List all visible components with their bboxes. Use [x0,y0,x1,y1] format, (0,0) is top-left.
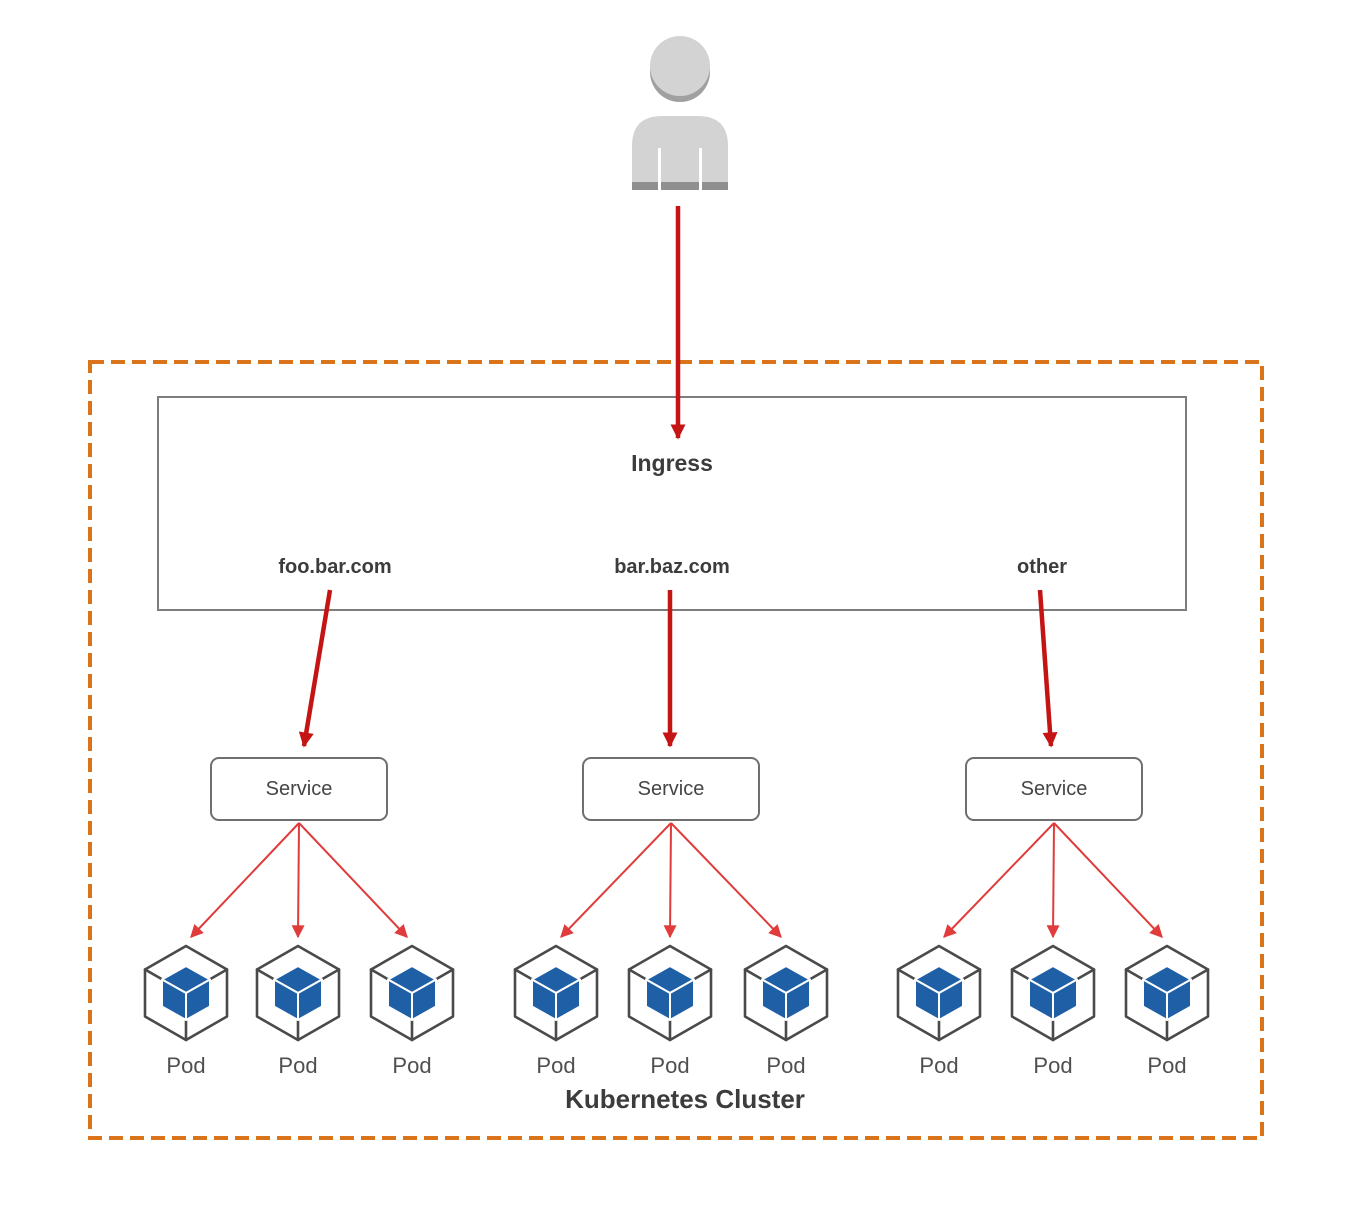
arrow-service2-pod1 [560,822,672,938]
arrow-service3-pod1 [943,822,1055,938]
pod-node: Pod [879,941,999,1079]
arrow-service3-pod2 [1046,822,1060,939]
host-rule-bar-baz-com: bar.baz.com [614,556,730,578]
service-label: Service [637,777,705,800]
arrow-service1-pod1 [190,822,300,938]
pod-label: Pod [919,1053,959,1078]
user-icon [632,36,728,190]
user-body-base [632,182,728,190]
host-rule-other: other [1017,556,1067,578]
user-arm-slit-right [699,148,702,190]
pod-cube-icon [1003,941,1103,1051]
pod-node: Pod [610,941,730,1079]
ingress-node: Ingress foo.bar.com bar.baz.com other [157,396,1187,611]
user-arm-slit-left [658,148,661,190]
ingress-label: Ingress [631,450,713,476]
service-node-1: Service [210,757,388,821]
pod-label: Pod [392,1053,432,1078]
pod-node: Pod [496,941,616,1079]
pod-label: Pod [1033,1053,1073,1078]
service-label: Service [265,777,333,800]
user-head [650,36,710,96]
user-body [632,116,728,190]
host-rule-foo-bar-com: foo.bar.com [278,556,392,578]
pod-node: Pod [238,941,358,1079]
pod-cube-icon [136,941,236,1051]
pod-label: Pod [278,1053,318,1078]
arrow-other-to-service3 [1037,589,1058,748]
pod-node: Pod [126,941,246,1079]
pod-cube-icon [889,941,989,1051]
service-node-2: Service [582,757,760,821]
arrow-foo-to-service1 [298,589,333,748]
pod-node: Pod [352,941,472,1079]
pod-node: Pod [726,941,846,1079]
service-node-3: Service [965,757,1143,821]
pod-label: Pod [766,1053,806,1078]
pod-label: Pod [1147,1053,1187,1078]
arrow-service2-pod3 [670,822,782,938]
pod-cube-icon [362,941,462,1051]
service-label: Service [1020,777,1088,800]
arrow-service1-pod2 [291,822,305,939]
arrow-service2-pod2 [663,822,677,939]
arrow-service3-pod3 [1053,822,1163,938]
pod-cube-icon [506,941,606,1051]
pod-cube-icon [736,941,836,1051]
pod-node: Pod [1107,941,1227,1079]
pod-cube-icon [620,941,720,1051]
pod-node: Pod [993,941,1113,1079]
pod-label: Pod [536,1053,576,1078]
pod-cube-icon [1117,941,1217,1051]
pod-label: Pod [166,1053,206,1078]
pod-cube-icon [248,941,348,1051]
arrow-service1-pod3 [298,822,408,938]
cluster-title: Kubernetes Cluster [565,1084,805,1114]
pod-label: Pod [650,1053,690,1078]
